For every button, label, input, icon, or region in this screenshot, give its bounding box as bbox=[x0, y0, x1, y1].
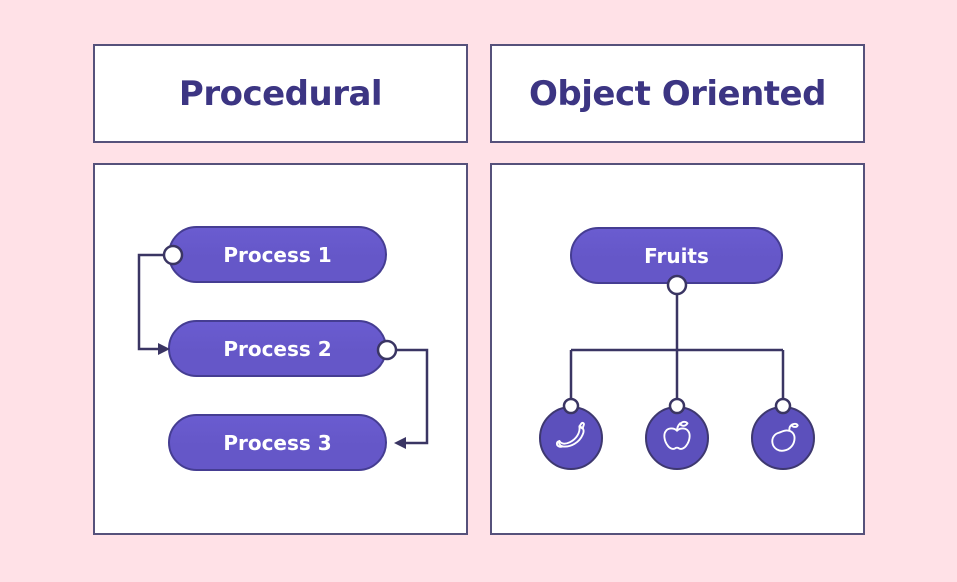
fruits-label: Fruits bbox=[644, 243, 709, 268]
object-oriented-panel bbox=[490, 163, 865, 535]
banana-node bbox=[539, 406, 603, 470]
mango-node bbox=[751, 406, 815, 470]
apple-icon bbox=[663, 420, 691, 450]
process-1-label: Process 1 bbox=[223, 242, 332, 267]
apple-node bbox=[645, 406, 709, 470]
object-oriented-title: Object Oriented bbox=[529, 73, 826, 114]
object-oriented-title-box: Object Oriented bbox=[490, 44, 865, 143]
procedural-title-box: Procedural bbox=[93, 44, 468, 143]
process-2-node: Process 2 bbox=[168, 320, 387, 377]
mango-icon bbox=[771, 422, 799, 452]
process-2-label: Process 2 bbox=[223, 336, 332, 361]
process-3-label: Process 3 bbox=[223, 430, 332, 455]
procedural-title: Procedural bbox=[178, 73, 383, 114]
process-3-node: Process 3 bbox=[168, 414, 387, 471]
process-1-node: Process 1 bbox=[168, 226, 387, 283]
fruits-root-node: Fruits bbox=[570, 227, 783, 284]
banana-icon bbox=[555, 421, 585, 448]
